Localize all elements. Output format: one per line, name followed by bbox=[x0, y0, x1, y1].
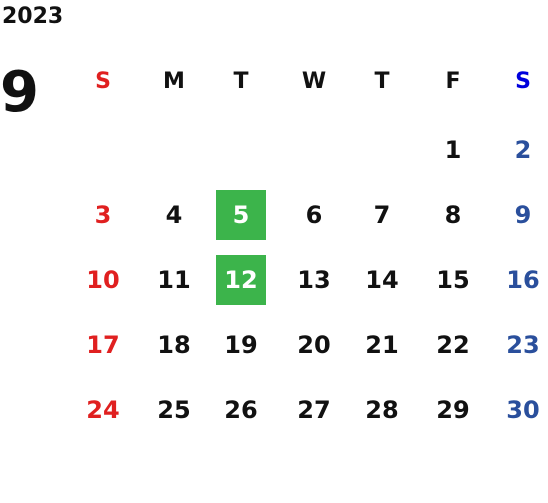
day-cell-16[interactable]: 16 bbox=[506, 266, 540, 294]
day-cell-28[interactable]: 28 bbox=[365, 396, 399, 424]
day-cell-21[interactable]: 21 bbox=[365, 331, 399, 359]
day-cell-3[interactable]: 3 bbox=[94, 201, 112, 229]
day-cell-13[interactable]: 13 bbox=[297, 266, 331, 294]
day-cell-19[interactable]: 19 bbox=[224, 331, 258, 359]
day-cell-29[interactable]: 29 bbox=[436, 396, 470, 424]
weekday-header-thu: T bbox=[374, 69, 390, 94]
day-cell-12[interactable]: 12 bbox=[224, 266, 258, 294]
day-cell-8[interactable]: 8 bbox=[444, 201, 462, 229]
day-cell-14[interactable]: 14 bbox=[365, 266, 399, 294]
day-cell-5[interactable]: 5 bbox=[232, 201, 250, 229]
day-highlight bbox=[216, 255, 266, 305]
day-cell-7[interactable]: 7 bbox=[373, 201, 391, 229]
day-cell-11[interactable]: 11 bbox=[157, 266, 191, 294]
day-cell-9[interactable]: 9 bbox=[514, 201, 532, 229]
year-label: 2023 bbox=[2, 4, 64, 29]
month-number: 9 bbox=[0, 60, 39, 125]
day-cell-22[interactable]: 22 bbox=[436, 331, 470, 359]
weekday-header-sat: S bbox=[515, 69, 531, 94]
weekday-header-wed: W bbox=[301, 69, 327, 94]
weekday-header-sun: S bbox=[95, 69, 111, 94]
day-cell-15[interactable]: 15 bbox=[436, 266, 470, 294]
day-cell-1[interactable]: 1 bbox=[444, 136, 462, 164]
day-cell-17[interactable]: 17 bbox=[86, 331, 120, 359]
weekday-header-tue: T bbox=[233, 69, 249, 94]
day-cell-6[interactable]: 6 bbox=[305, 201, 323, 229]
day-cell-25[interactable]: 25 bbox=[157, 396, 191, 424]
day-cell-23[interactable]: 23 bbox=[506, 331, 540, 359]
weekday-header-fri: F bbox=[445, 69, 461, 94]
day-cell-10[interactable]: 10 bbox=[86, 266, 120, 294]
weekday-header-mon: M bbox=[163, 69, 185, 94]
day-cell-4[interactable]: 4 bbox=[165, 201, 183, 229]
day-cell-18[interactable]: 18 bbox=[157, 331, 191, 359]
day-cell-24[interactable]: 24 bbox=[86, 396, 120, 424]
day-cell-2[interactable]: 2 bbox=[514, 136, 532, 164]
day-highlight bbox=[216, 190, 266, 240]
day-cell-30[interactable]: 30 bbox=[506, 396, 540, 424]
day-cell-26[interactable]: 26 bbox=[224, 396, 258, 424]
day-cell-27[interactable]: 27 bbox=[297, 396, 331, 424]
day-cell-20[interactable]: 20 bbox=[297, 331, 331, 359]
